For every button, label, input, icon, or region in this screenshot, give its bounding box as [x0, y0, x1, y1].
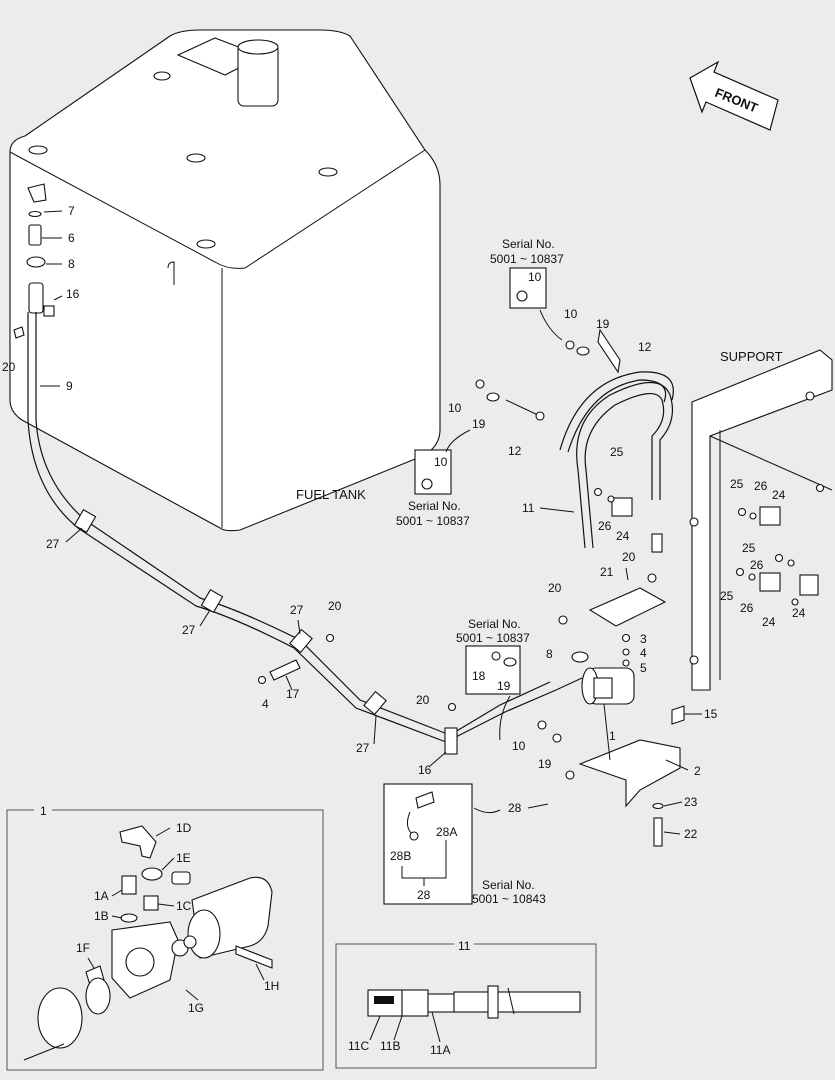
callout-11C: 11C	[348, 1039, 369, 1053]
inset-11-title: 11	[458, 939, 471, 953]
callout-23: 23	[684, 795, 698, 809]
callout-18: 18	[472, 669, 486, 683]
serial-box-top-title: Serial No.	[502, 237, 555, 251]
callout-1G: 1G	[188, 1001, 204, 1015]
support-frame: SUPPORT	[689, 349, 833, 691]
serial-box-pump: Serial No. 5001 ~ 10837 18 19	[456, 617, 530, 741]
callout-20: 20	[622, 550, 636, 564]
serial-box-pump-title: Serial No.	[468, 617, 521, 631]
return-hose	[576, 382, 673, 549]
callout-4: 4	[640, 646, 647, 660]
inset-11-hose-end: 11 11C 11B 11A	[335, 938, 597, 1069]
callout-25: 25	[742, 541, 756, 555]
callout-26: 26	[740, 601, 754, 615]
serial-box-mid-title: Serial No.	[408, 499, 461, 513]
callout-9: 9	[66, 379, 73, 393]
callout-19: 19	[538, 757, 552, 771]
callout-21: 21	[600, 565, 614, 579]
callout-7: 7	[68, 204, 75, 218]
serial-box-mid: 10 Serial No. 5001 ~ 10837	[396, 429, 471, 528]
callout-20: 20	[328, 599, 342, 613]
fuel-pump-assembly	[537, 573, 685, 847]
callout-1A: 1A	[94, 889, 109, 903]
serial-box-harness: 28A 28B 28 Serial No. 5001 ~ 10843	[383, 783, 546, 906]
callout-3: 3	[640, 632, 647, 646]
callout-1D: 1D	[176, 821, 192, 835]
callout-4: 4	[262, 697, 269, 711]
callout-25: 25	[720, 589, 734, 603]
callout-1C: 1C	[176, 899, 192, 913]
callout-26: 26	[750, 558, 764, 572]
callout-25: 25	[730, 477, 744, 491]
callout-11: 11	[522, 501, 535, 515]
callout-6: 6	[68, 231, 75, 245]
serial-box-harness-title: Serial No.	[482, 878, 535, 892]
serial-box-harness-range: 5001 ~ 10843	[472, 892, 546, 906]
callout-1H: 1H	[264, 979, 279, 993]
callout-28: 28	[417, 888, 431, 902]
callout-11A: 11A	[430, 1043, 450, 1057]
hose-clips	[593, 483, 825, 606]
callout-20: 20	[548, 581, 562, 595]
callout-10: 10	[448, 401, 462, 415]
callout-8: 8	[68, 257, 75, 271]
callout-numbers: 7 6 8 16 20 9 27 27 27 20 17 4 27 20 16 …	[2, 204, 806, 841]
serial-box-top: Serial No. 5001 ~ 10837 10	[490, 237, 564, 341]
callout-11B: 11B	[380, 1039, 400, 1053]
callout-27: 27	[290, 603, 304, 617]
callout-27: 27	[46, 537, 60, 551]
callout-26: 26	[754, 479, 768, 493]
callout-19: 19	[472, 417, 486, 431]
callout-12: 12	[638, 340, 652, 354]
inset-1-pump-exploded: 1 1D 1E 1A 1B 1C 1F 1G 1H	[6, 804, 324, 1071]
serial-box-top-range: 5001 ~ 10837	[490, 252, 564, 266]
inset-1-title: 1	[40, 804, 47, 818]
callout-24: 24	[772, 488, 786, 502]
callout-1: 1	[609, 729, 616, 743]
suction-line-fittings	[13, 183, 55, 339]
callout-27: 27	[356, 741, 370, 755]
callout-2: 2	[694, 764, 701, 778]
callout-10: 10	[528, 270, 542, 284]
callout-10: 10	[564, 307, 578, 321]
callout-19: 19	[596, 317, 610, 331]
callout-10: 10	[434, 455, 448, 469]
serial-box-mid-range: 5001 ~ 10837	[396, 514, 470, 528]
front-arrow-icon: FRONT	[689, 60, 779, 131]
callout-17: 17	[286, 687, 300, 701]
fuel-tank-label: FUEL TANK	[296, 487, 366, 502]
callout-28A: 28A	[436, 825, 457, 839]
serial-box-pump-range: 5001 ~ 10837	[456, 631, 530, 645]
callout-22: 22	[684, 827, 698, 841]
callout-27: 27	[182, 623, 196, 637]
callout-5: 5	[640, 661, 647, 675]
callout-28B: 28B	[390, 849, 411, 863]
callout-10: 10	[512, 739, 526, 753]
callout-19: 19	[497, 679, 511, 693]
callout-16: 16	[66, 287, 80, 301]
callout-20: 20	[416, 693, 430, 707]
callout-8: 8	[546, 647, 553, 661]
callout-24: 24	[792, 606, 806, 620]
callout-1B: 1B	[94, 909, 109, 923]
callout-1E: 1E	[176, 851, 191, 865]
callout-25: 25	[610, 445, 624, 459]
callout-16: 16	[418, 763, 432, 777]
callout-15: 15	[704, 707, 718, 721]
callout-1F: 1F	[76, 941, 90, 955]
callout-24: 24	[762, 615, 776, 629]
callout-28: 28	[508, 801, 522, 815]
callout-26: 26	[598, 519, 612, 533]
suction-hose	[35, 312, 451, 736]
callout-12: 12	[508, 444, 522, 458]
support-label: SUPPORT	[720, 349, 783, 364]
callout-24: 24	[616, 529, 630, 543]
fuel-tank: FUEL TANK	[9, 29, 441, 532]
callout-20: 20	[2, 360, 16, 374]
